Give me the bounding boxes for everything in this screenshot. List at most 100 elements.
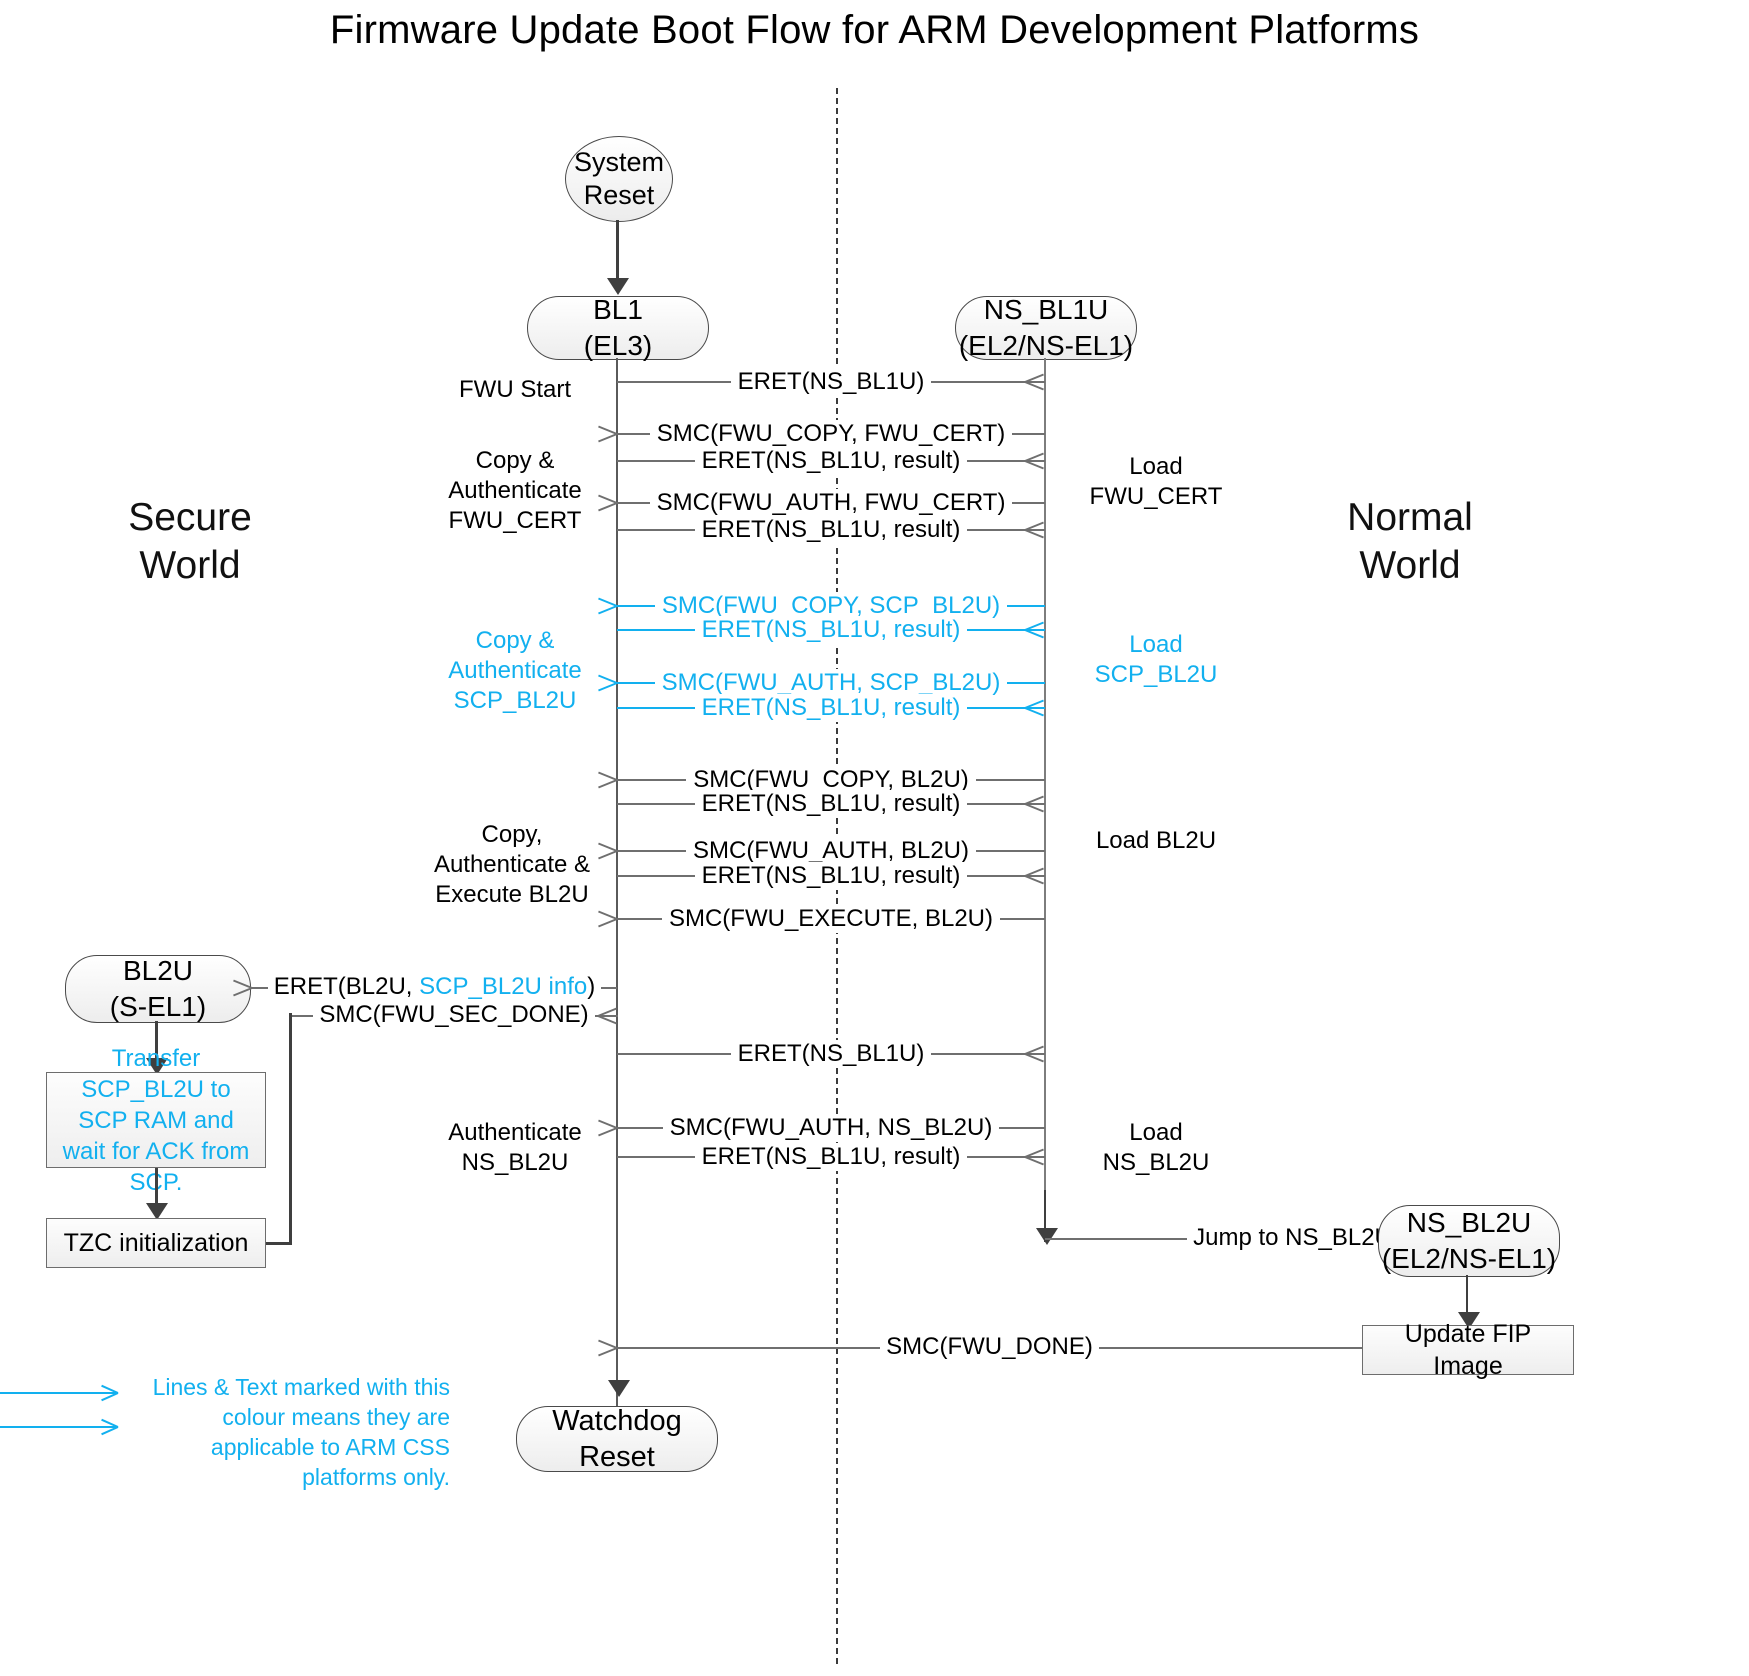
secure-world-label: Secure World [60,494,320,590]
message-eret-bl2u: ERET(BL2U, SCP_BL2U info) [233,973,617,1001]
flow-tzc-elbow-h [266,1242,292,1245]
l3c: SCP_BL2U [453,687,577,714]
r3a: Load BL2U [1095,827,1217,854]
legend-text: Lines & Text marked with this colour mea… [152,1374,450,1490]
message-m8: SMC(FWU_AUTH, SCP_BL2U) [598,669,1045,697]
message-m4: SMC(FWU_AUTH, FWU_CERT) [598,489,1045,517]
legend-arrow-1 [0,1384,120,1402]
jump-label: Jump to NS_BL2U [1045,1224,1540,1252]
message-m6: SMC(FWU_COPY, SCP_BL2U) [598,592,1045,620]
eret-bl2u-label: ERET(BL2U, SCP_BL2U info) [252,973,617,1001]
node-system-reset[interactable]: System Reset [565,136,673,222]
message-m7: ERET(NS_BL1U, result) [617,616,1045,644]
node-bl1[interactable]: BL1 (EL3) [527,294,709,361]
message-label: ERET(NS_BL1U) [730,1040,932,1068]
label-fwu-start: FWU Start [420,375,610,405]
label-copy-auth-fwu-cert: Copy & Authenticate FWU_CERT [420,446,610,536]
secure-world-line1: Secure [128,496,252,539]
label-load-ns-bl2u: Load NS_BL2U [1056,1118,1256,1178]
message-smc-fwu-sec-done: SMC(FWU_SEC_DONE) [290,1001,618,1029]
ns-bl1u-line1: NS_BL1U [983,294,1109,325]
eret-bl2u-cyan: SCP_BL2U info [419,973,588,1000]
l3a: Copy & [475,627,555,654]
normal-world-line1: Normal [1347,496,1473,539]
legend-arrow-2 [0,1418,120,1436]
message-label: ERET(NS_BL1U, result) [694,862,968,890]
r1b: FWU_CERT [1089,483,1223,510]
message-label: SMC(FWU_EXECUTE, BL2U) [661,905,1001,933]
flow-reset-to-bl1 [616,220,619,282]
message-label: SMC(FWU_AUTH, SCP_BL2U) [654,669,1008,697]
label-authenticate-ns-bl2u: Authenticate NS_BL2U [420,1118,610,1178]
flow-tzc-elbow-v [289,1013,292,1245]
r2a: Load [1129,631,1183,658]
bl2u-line1: BL2U [122,955,194,986]
message-label: ERET(NS_BL1U, result) [694,516,968,544]
box-transfer-scp-bl2u[interactable]: Transfer SCP_BL2U to SCP RAM and wait fo… [46,1045,266,1196]
message-smc-fwu-done: SMC(FWU_DONE) [598,1333,1362,1361]
message-m5: ERET(NS_BL1U, result) [617,516,1045,544]
message-m11: ERET(NS_BL1U, result) [617,790,1045,818]
message-label: ERET(NS_BL1U, result) [694,1143,968,1171]
node-bl2u[interactable]: BL2U (S-EL1) [65,955,251,1023]
flow-reset-to-bl1-head [607,278,629,295]
message-m1: ERET(NS_BL1U) [617,368,1045,396]
label-copy-auth-exec-bl2u: Copy, Authenticate & Execute BL2U [412,820,612,910]
eret-bl2u-prefix: ERET(BL2U, [273,973,420,1000]
node-watchdog-reset[interactable]: Watchdog Reset [516,1405,718,1473]
r1a: Load [1129,453,1183,480]
ns-bl1u-line2: (EL2/NS-EL1) [958,330,1134,361]
node-ns-bl1u[interactable]: NS_BL1U (EL2/NS-EL1) [955,294,1137,361]
normal-world-label: Normal World [1280,494,1540,590]
node-ns-bl2u[interactable]: NS_BL2U (EL2/NS-EL1) [1378,1205,1560,1277]
message-m17: ERET(NS_BL1U, result) [617,1143,1045,1171]
bl1-line2: (EL3) [583,330,653,361]
message-label: ERET(NS_BL1U) [730,368,932,396]
lifeline-bl1 [616,358,618,1408]
message-m10: SMC(FWU_COPY, BL2U) [598,766,1045,794]
label-copy-auth-scp-bl2u: Copy & Authenticate SCP_BL2U [420,626,610,716]
message-m3: ERET(NS_BL1U, result) [617,447,1045,475]
message-label: ERET(NS_BL1U, result) [694,447,968,475]
normal-world-line2: World [1359,544,1461,587]
message-m13: ERET(NS_BL1U, result) [617,862,1045,890]
ns-bl2u-line2: (EL2/NS-EL1) [1381,1243,1557,1274]
flow-bl1-to-watchdog-head [608,1380,630,1397]
message-label: SMC(FWU_COPY, BL2U) [686,766,976,794]
message-label: ERET(NS_BL1U, result) [694,616,968,644]
message-m2: SMC(FWU_COPY, FWU_CERT) [598,420,1045,448]
flow-ns-bl2u-to-fip-head [1458,1312,1480,1329]
message-label: SMC(FWU_COPY, SCP_BL2U) [654,592,1008,620]
message-label: SMC(FWU_AUTH, BL2U) [685,837,976,865]
flow-transfer-to-tzc-head [146,1203,168,1220]
flow-ns-bl1u-down [1044,1190,1046,1242]
bl1-line1: BL1 [593,294,643,325]
l2b: Authenticate [448,477,582,504]
box-tzc-initialization[interactable]: TZC initialization [46,1218,266,1268]
message-m14: SMC(FWU_EXECUTE, BL2U) [598,905,1045,933]
flow-bl2u-to-transfer [155,1021,158,1063]
update-fip-text: Update FIP Image [1404,1320,1532,1380]
tzc-box-text: TZC initialization [63,1229,249,1257]
label-load-bl2u: Load BL2U [1056,826,1256,856]
smc-sec-done-label: SMC(FWU_SEC_DONE) [290,1001,618,1029]
ns-bl2u-line1: NS_BL2U [1406,1207,1532,1238]
l2a: Copy & [475,447,555,474]
r4a: Load [1129,1119,1183,1146]
smc-fwu-done-label: SMC(FWU_DONE) [617,1333,1362,1361]
message-label: SMC(FWU_COPY, FWU_CERT) [649,420,1013,448]
message-m9: ERET(NS_BL1U, result) [617,694,1045,722]
box-update-fip-image[interactable]: Update FIP Image [1362,1320,1574,1380]
l4c: Execute BL2U [435,881,589,908]
message-m15: ERET(NS_BL1U) [617,1040,1045,1068]
flow-transfer-to-tzc [155,1168,158,1210]
flow-ns-bl1u-down-head [1036,1228,1058,1245]
l5b: NS_BL2U [461,1149,569,1176]
watchdog-reset-text: Watchdog Reset [552,1405,682,1473]
legend-arrow-2-line [0,1426,118,1428]
l2c: FWU_CERT [448,507,582,534]
l4b: Authenticate & [433,851,591,878]
bl2u-line2: (S-EL1) [109,991,207,1022]
r4b: NS_BL2U [1102,1149,1210,1176]
